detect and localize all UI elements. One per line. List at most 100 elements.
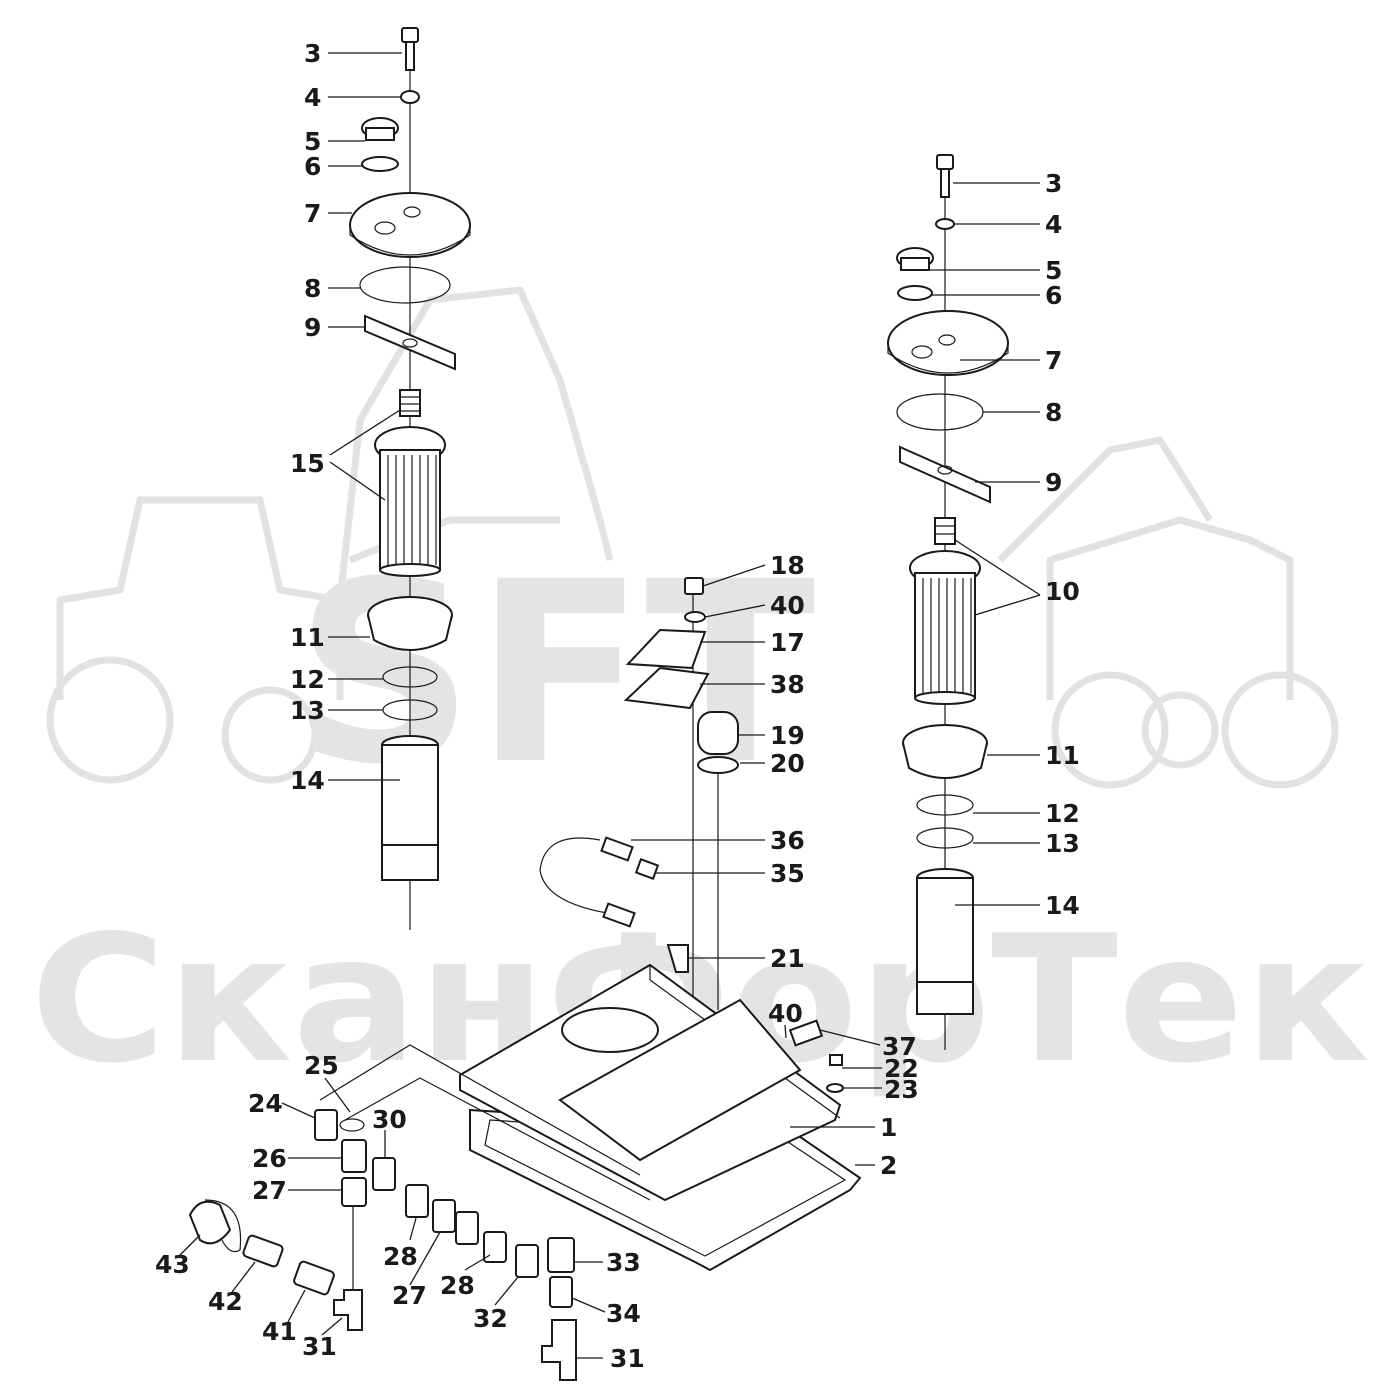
seal-ring-part xyxy=(361,156,399,172)
tee-fitting-part xyxy=(541,1319,577,1381)
callout-36: 36 xyxy=(770,826,805,855)
lower-fittings xyxy=(188,1044,651,1381)
callout-2: 2 xyxy=(880,1151,897,1180)
callout-43: 43 xyxy=(155,1250,190,1279)
fitting-part xyxy=(547,1237,575,1273)
spring-part xyxy=(399,389,421,417)
bolt-part xyxy=(829,1054,843,1066)
bolt-part xyxy=(684,577,704,595)
dust-cap-part xyxy=(188,1200,232,1245)
callout-7: 7 xyxy=(1045,346,1062,375)
callout-31: 31 xyxy=(610,1344,645,1373)
callout-1: 1 xyxy=(880,1113,897,1142)
callout-19: 19 xyxy=(770,721,805,750)
callout-25: 25 xyxy=(304,1051,339,1080)
fitting-part xyxy=(432,1199,456,1233)
callout-13: 13 xyxy=(1045,829,1080,858)
fitting-part xyxy=(455,1211,479,1245)
seal-ring-part xyxy=(339,1118,365,1132)
right-filter-assembly xyxy=(887,154,1009,1050)
fitting-part xyxy=(483,1231,507,1263)
callout-32: 32 xyxy=(473,1304,508,1333)
bolt-part xyxy=(401,27,419,43)
center-components xyxy=(539,577,844,1093)
hose-fitting-part xyxy=(600,836,634,862)
callout-12: 12 xyxy=(1045,799,1080,828)
o-ring-part xyxy=(896,393,984,431)
callout-3: 3 xyxy=(1045,169,1062,198)
callout-10: 10 xyxy=(1045,577,1080,606)
callout-28: 28 xyxy=(383,1242,418,1271)
callout-20: 20 xyxy=(770,749,805,778)
callout-27: 27 xyxy=(252,1176,287,1205)
bolt-part xyxy=(936,154,954,170)
callout-40: 40 xyxy=(768,999,803,1028)
callout-6: 6 xyxy=(304,152,321,181)
callout-14: 14 xyxy=(1045,891,1080,920)
adapter-part xyxy=(634,858,660,880)
ring-part xyxy=(382,666,438,688)
callout-5: 5 xyxy=(304,127,321,156)
callout-42: 42 xyxy=(208,1287,243,1316)
coupling-part xyxy=(293,1260,335,1296)
callout-28: 28 xyxy=(440,1271,475,1300)
breather-part xyxy=(697,711,739,755)
left-filter-assembly xyxy=(349,27,471,930)
fitting-part xyxy=(314,1109,338,1141)
cover-plate-part xyxy=(625,628,707,670)
callout-12: 12 xyxy=(290,665,325,694)
fitting-part xyxy=(341,1139,367,1173)
callout-15: 15 xyxy=(290,449,325,478)
ring-part xyxy=(916,827,974,849)
bolt-shaft xyxy=(405,41,415,71)
fitting-part xyxy=(788,1019,824,1047)
callout-23: 23 xyxy=(884,1075,919,1104)
callout-33: 33 xyxy=(606,1248,641,1277)
tee-fitting-part xyxy=(333,1289,363,1331)
callout-8: 8 xyxy=(304,274,321,303)
callout-3: 3 xyxy=(304,39,321,68)
elbow-part xyxy=(666,944,689,973)
callout-37: 37 xyxy=(882,1032,917,1061)
callout-4: 4 xyxy=(1045,210,1062,239)
callout-8: 8 xyxy=(1045,398,1062,427)
callout-34: 34 xyxy=(606,1299,641,1328)
hose-connector-part xyxy=(242,1234,284,1268)
callout-30: 30 xyxy=(372,1105,407,1134)
fitting-part xyxy=(549,1276,573,1308)
callout-24: 24 xyxy=(248,1089,283,1118)
callout-7: 7 xyxy=(304,199,321,228)
callout-17: 17 xyxy=(770,628,805,657)
ring-part xyxy=(916,794,974,816)
callout-21: 21 xyxy=(770,944,805,973)
washer-part xyxy=(684,611,706,623)
callout-11: 11 xyxy=(290,623,325,652)
callout-6: 6 xyxy=(1045,281,1062,310)
cover-part xyxy=(887,310,1009,376)
callout-labels: 3 4 5 6 7 8 9 15 11 12 13 14 3 4 5 6 7 8… xyxy=(155,39,1080,1373)
callout-14: 14 xyxy=(290,766,325,795)
washer-part xyxy=(826,1083,844,1093)
fitting-part xyxy=(372,1157,396,1191)
callout-5: 5 xyxy=(1045,256,1062,285)
callout-13: 13 xyxy=(290,696,325,725)
spring-part xyxy=(934,517,956,545)
callout-31: 31 xyxy=(302,1332,337,1361)
callout-11: 11 xyxy=(1045,741,1080,770)
tank-housing xyxy=(459,963,862,1272)
fitting-part xyxy=(405,1184,429,1218)
callout-18: 18 xyxy=(770,551,805,580)
fitting-part xyxy=(515,1244,539,1278)
callout-4: 4 xyxy=(304,83,321,112)
o-ring-part xyxy=(359,266,451,304)
bracket-plate-part xyxy=(364,314,456,371)
washer-part xyxy=(935,218,955,230)
watermark-artwork xyxy=(46,286,1339,789)
callout-22: 22 xyxy=(884,1054,919,1083)
seal-ring-part xyxy=(897,285,933,301)
callout-40: 40 xyxy=(770,591,805,620)
gasket-part xyxy=(623,666,710,710)
callout-41: 41 xyxy=(262,1317,297,1346)
callout-leaders xyxy=(179,52,1041,1359)
